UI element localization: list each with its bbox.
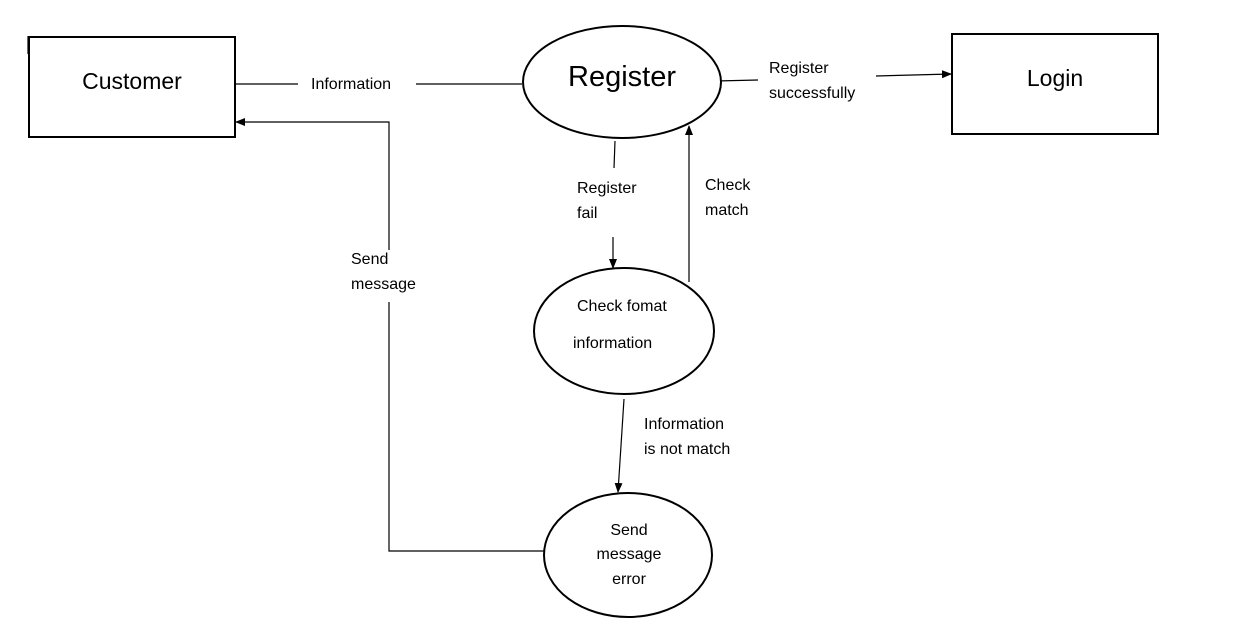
customer-entity-box [28, 36, 236, 138]
flow-label-register-fail-line1: Register [577, 180, 637, 197]
flow-line-send-message-lower [388, 302, 544, 552]
flow-label-send-message-line2: message [351, 276, 416, 293]
login-label: Login [1027, 65, 1083, 91]
register-label: Register [568, 61, 676, 93]
flow-label-information: Information [311, 76, 391, 93]
customer-label: Customer [82, 68, 182, 94]
flow-label-information-not-match-line2: is not match [644, 441, 730, 458]
register-process-ellipse [522, 25, 722, 139]
flow-arrow-information-not-match [614, 398, 625, 493]
check-format-label-line1: Check fomat [577, 298, 667, 315]
flow-label-check-match-line2: match [705, 202, 749, 219]
flow-label-information-not-match-line1: Information [644, 416, 724, 433]
flow-label-register-successfully-line2: successfully [769, 85, 855, 102]
flow-arrow-register-successfully [875, 70, 952, 79]
flow-label-send-message-line1: Send [351, 251, 388, 268]
flow-line-register-fail-top [613, 140, 616, 169]
send-error-label-line2: message [597, 546, 662, 563]
flow-label-register-fail-line2: fail [577, 205, 597, 222]
check-format-label-line2: information [573, 335, 652, 352]
send-error-label-line3: error [612, 571, 646, 588]
send-error-label-line1: Send [610, 522, 647, 539]
check-format-process-ellipse [533, 267, 715, 395]
login-entity-box [951, 33, 1159, 135]
flow-label-register-successfully-line1: Register [769, 60, 829, 77]
send-error-process-ellipse [543, 492, 713, 618]
flow-line-register-successfully-left [715, 79, 759, 82]
flow-arrow-send-message [235, 118, 390, 250]
flow-label-check-match-line1: Check [705, 177, 751, 194]
